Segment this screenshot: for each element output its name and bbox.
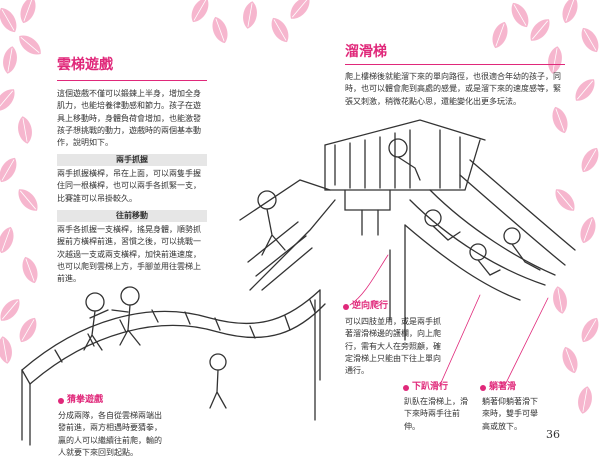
- child-back-head: [503, 227, 521, 245]
- subhead-move: 往前移動: [57, 210, 207, 222]
- right-page-title: 溜滑梯: [345, 44, 387, 60]
- relay-label: 猜拳遊戲: [67, 395, 104, 405]
- leaf-vein: [215, 18, 225, 42]
- leaf-vein: [1, 9, 15, 31]
- leaf-vein: [19, 190, 37, 210]
- leaf-vein: [23, 0, 33, 22]
- right-intro-text: 爬上樓梯後就能溜下來的單向路徑，也很適合年幼的孩子，同時，也可以體會爬到高處的感…: [345, 72, 561, 106]
- right-title-wrap: 溜滑梯: [345, 45, 387, 59]
- left-title-underline: [57, 80, 207, 81]
- pointer-reverse: [349, 254, 389, 306]
- leaf-vein: [193, 0, 207, 21]
- reverse-label-wrap: 逆向爬行: [343, 302, 388, 311]
- leaf-vein: [552, 48, 558, 72]
- relay-text: 分成兩隊，各自從雲梯兩端出發前進，兩方相遇時要猜拳，贏的人可以繼續往前爬，輸的人…: [58, 411, 162, 457]
- slide-legs: [389, 224, 406, 341]
- leaf-vein: [583, 218, 593, 242]
- child-top-head: [388, 138, 408, 158]
- ladder-rails: [239, 179, 336, 291]
- leaf-vein: [556, 190, 574, 210]
- slide-chute-lines: [404, 159, 576, 301]
- leaf-vein: [21, 319, 35, 341]
- back-label-wrap: 躺著滑: [480, 383, 516, 392]
- pointer-prone: [439, 294, 481, 386]
- platform-post: [344, 189, 391, 211]
- bullet-icon: [58, 397, 64, 404]
- back-label: 躺著滑: [489, 382, 517, 392]
- leaf-vein: [583, 29, 597, 51]
- move-text: 兩手各抓握一支橫桿，搖晃身體，順勢抓握前方橫桿前進，習慣之後，可以挑戰一次越過一…: [57, 225, 201, 284]
- leaf-vein: [557, 288, 563, 312]
- right-title-underline: [345, 64, 565, 65]
- grip-text: 兩手抓握橫桿，吊在上面，可以兩隻手握住同一根橫桿，也可以兩手各抓緊一支，比賽誰可…: [57, 169, 201, 203]
- left-title-wrap: 雲梯遊戲: [57, 58, 113, 72]
- leaf-vein: [583, 319, 597, 341]
- child-prone-head: [469, 243, 487, 261]
- leaf-vein: [0, 90, 14, 110]
- leaf-vein: [1, 300, 19, 320]
- monkey-bar-legs: [21, 289, 321, 446]
- leaf-vein: [583, 149, 597, 171]
- child-head-1: [85, 292, 105, 312]
- leaf-vein: [565, 348, 575, 372]
- leaf-vein: [582, 388, 588, 412]
- bullet-icon: [403, 384, 409, 391]
- leaf-vein: [565, 0, 575, 22]
- leaf-vein: [22, 118, 28, 142]
- subhead-grip: 兩手抓握: [57, 154, 207, 166]
- child-climbing-head: [257, 190, 277, 210]
- platform-front: [324, 139, 481, 191]
- prone-label-wrap: 下趴滑行: [403, 383, 448, 392]
- child-head-2: [120, 286, 140, 306]
- monkey-bar-top-rail: [21, 289, 321, 371]
- leaf-vein: [25, 258, 35, 282]
- leaf-vein: [20, 36, 40, 54]
- leaf-vein: [495, 23, 505, 47]
- leaf-vein: [247, 3, 253, 27]
- leaf-vein: [555, 108, 565, 132]
- leaf-vein: [273, 19, 287, 41]
- back-text: 躺著仰躺著滑下來時，雙手可舉高或放下。: [482, 397, 538, 431]
- reverse-label: 逆向爬行: [352, 301, 389, 311]
- reverse-text: 可以四肢並用，或是兩手抓著溜滑梯邊的護欄，向上爬行，需有大人在旁照顧，確定滑梯上…: [345, 317, 441, 376]
- leaf-vein: [513, 4, 527, 26]
- leaf-vein: [7, 48, 13, 72]
- leaf-vein: [1, 228, 11, 252]
- slide-child-bodies: [261, 156, 541, 276]
- child-reverse-head: [424, 209, 442, 227]
- ladder-steps: [247, 221, 313, 291]
- relay-label-wrap: 猜拳遊戲: [58, 396, 103, 405]
- bullet-icon: [343, 303, 349, 310]
- platform-top-rail: [324, 119, 486, 146]
- monkey-bar-rungs: [21, 299, 316, 385]
- prone-text: 趴臥在滑梯上，滑下來時兩手往前伸。: [404, 397, 468, 431]
- leaf-vein: [291, 0, 309, 18]
- platform-railings: [334, 129, 461, 189]
- left-intro-text: 這個遊戲不僅可以鍛鍊上半身，增加全身肌力，也能培養律動感和節力。孩子在遊具上移動…: [57, 89, 201, 148]
- platform-support: [361, 209, 379, 236]
- leaf-vein: [576, 80, 594, 100]
- left-page-title: 雲梯遊戲: [57, 57, 113, 73]
- bullet-icon: [480, 384, 486, 391]
- child-head-3: [209, 353, 227, 371]
- leaf-vein: [1, 159, 15, 181]
- prone-label: 下趴滑行: [412, 382, 449, 392]
- pointer-back: [504, 297, 549, 386]
- monkey-bar-bottom-rail: [29, 303, 326, 385]
- leaf-vein: [2, 338, 8, 362]
- page-number: 36: [546, 428, 560, 441]
- leaf-vein: [531, 20, 549, 40]
- child-bodies: [83, 304, 227, 409]
